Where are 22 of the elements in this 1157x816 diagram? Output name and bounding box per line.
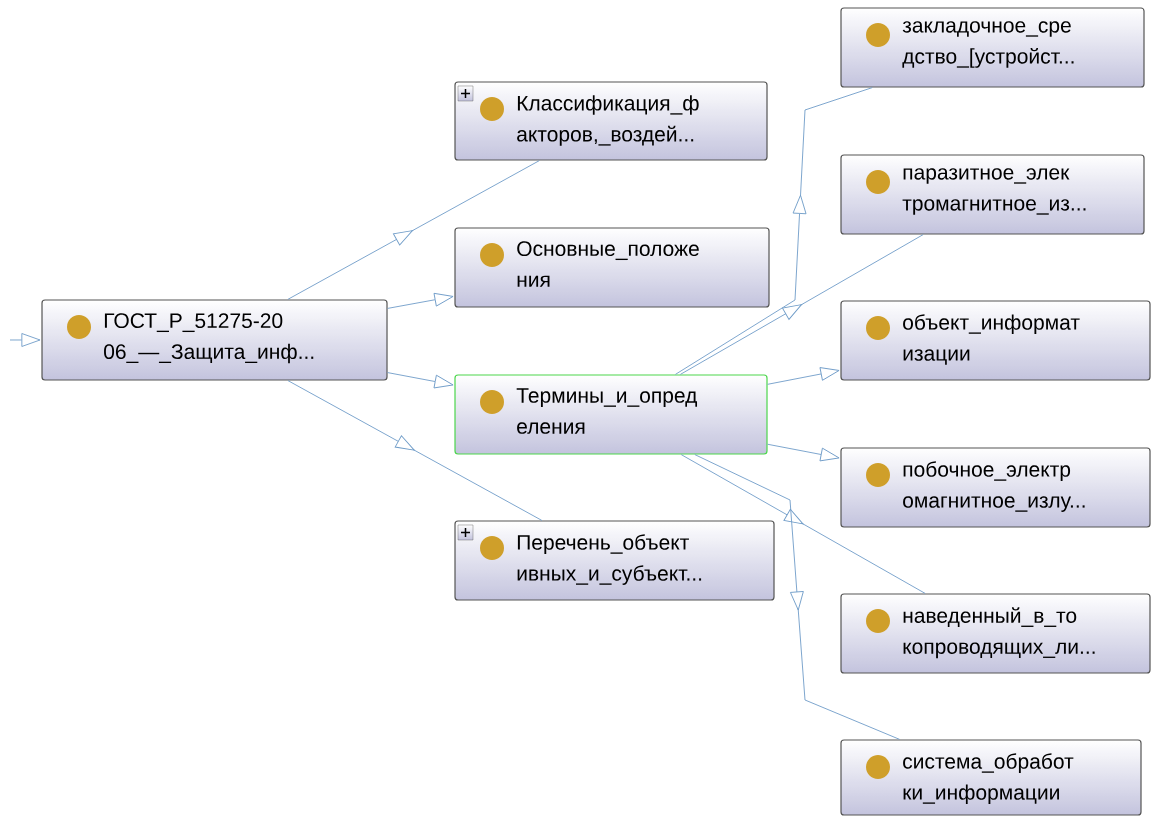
class-box: наведенный_в_то копроводящих_ли... <box>840 593 1151 674</box>
class-box: побочное_электр омагнитное_излу... <box>840 447 1151 528</box>
arrow <box>680 454 926 594</box>
arrow <box>767 367 840 385</box>
class-box: Классификация_ф акторов,_воздей... <box>454 81 768 161</box>
arrow <box>287 160 540 300</box>
arrow <box>387 372 454 389</box>
arrow <box>9 333 41 347</box>
arrow <box>674 87 873 375</box>
class-box: система_обработ ки_информации <box>840 739 1142 816</box>
class-box: ГОСТ_Р_51275-20 06_—_Защита_инф... <box>41 299 388 381</box>
arrow <box>387 292 454 309</box>
class-box: объект_информат изации <box>840 300 1151 381</box>
arrow <box>679 234 924 375</box>
arrow <box>767 443 840 462</box>
class-box: Перечень_объект ивных_и_субъект... <box>454 520 775 601</box>
class-box: Термины_и_опред еления <box>454 374 768 455</box>
class-box: паразитное_элек тромагнитное_из... <box>840 154 1145 235</box>
class-box: закладочное_сре дство_[устройст... <box>840 7 1145 88</box>
arrow <box>287 380 543 521</box>
class-box: Основные_положе ния <box>454 227 770 308</box>
arrow <box>694 454 901 740</box>
